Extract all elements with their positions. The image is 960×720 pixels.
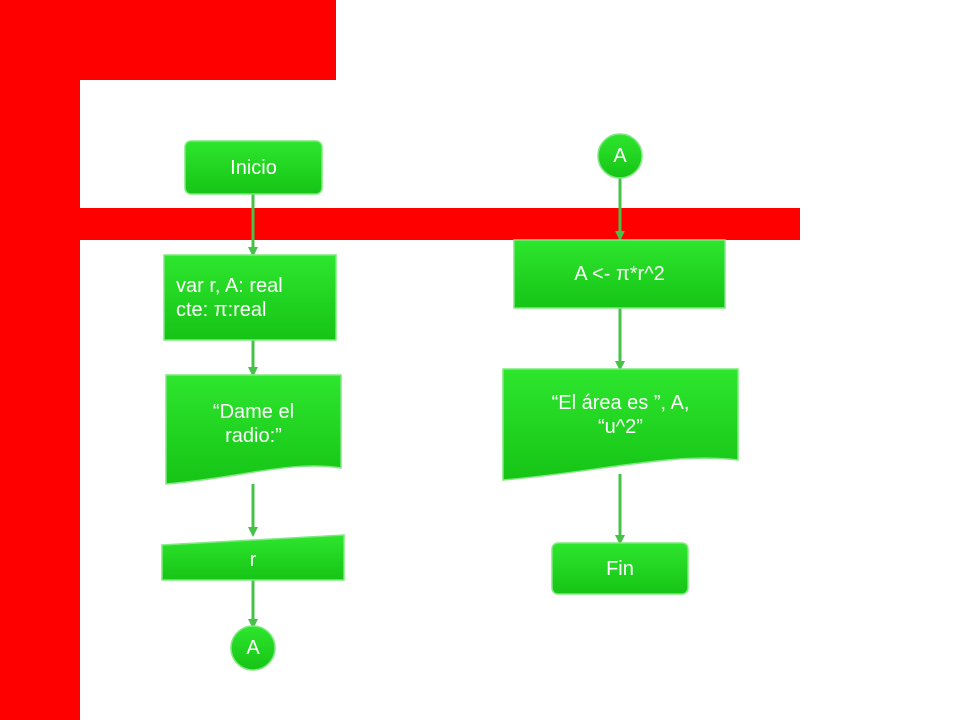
assign-node[interactable] bbox=[513, 239, 726, 309]
connector-in-label: A bbox=[613, 145, 627, 167]
declare-label: var r, A: real cte: π:real bbox=[176, 274, 283, 321]
prompt-label: “Dame el radio:” bbox=[212, 401, 295, 447]
input-node[interactable] bbox=[161, 534, 345, 581]
connector-out-label: A bbox=[246, 637, 260, 659]
prompt-node[interactable] bbox=[165, 374, 342, 485]
end-label: Fin bbox=[606, 557, 634, 580]
input-label: r bbox=[249, 549, 257, 571]
connector-out-node[interactable] bbox=[230, 625, 276, 671]
start-label: Inicio bbox=[230, 156, 277, 179]
background-red-left-bar bbox=[0, 0, 80, 720]
background-red-band bbox=[80, 208, 800, 240]
output-label: “El área es ”, A, “u^2” bbox=[551, 392, 690, 438]
output-node[interactable] bbox=[502, 368, 739, 481]
declare-node[interactable] bbox=[163, 254, 337, 341]
connector-in-node[interactable] bbox=[597, 133, 643, 179]
end-node[interactable] bbox=[551, 542, 689, 595]
start-node[interactable] bbox=[184, 140, 323, 195]
background-red-top-bar bbox=[80, 0, 336, 80]
assign-label: A <- π*r^2 bbox=[574, 263, 665, 285]
